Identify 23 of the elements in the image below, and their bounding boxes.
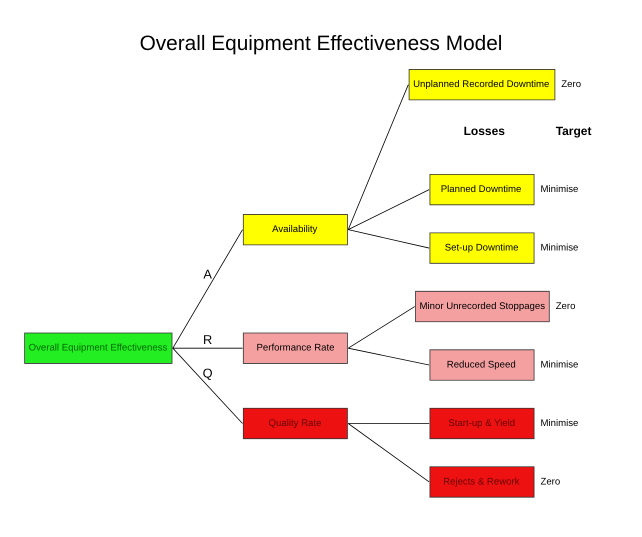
connector — [172, 348, 243, 424]
connector — [172, 229, 243, 349]
node-label: Zero — [561, 79, 582, 90]
connector — [348, 423, 430, 482]
edge-label: A — [203, 266, 212, 282]
diagram-title: Overall Equipment Effectiveness Model — [140, 32, 502, 56]
connector — [348, 189, 430, 230]
label: Target — [556, 124, 592, 138]
connector — [348, 229, 430, 248]
label: Losses — [464, 124, 505, 138]
connector — [348, 84, 409, 230]
node-label: Minimise — [540, 360, 578, 371]
node-label: Zero — [540, 476, 560, 488]
edge-label: Q — [202, 366, 213, 381]
node-label: Minimise — [540, 242, 578, 254]
node-label: Minimise — [540, 418, 578, 429]
edge-label: R — [203, 332, 212, 348]
connector — [172, 348, 243, 349]
node-label: Minimise — [540, 184, 578, 196]
connector — [348, 306, 416, 349]
node-label: Zero — [556, 301, 576, 312]
connector — [348, 423, 430, 424]
connector — [348, 348, 430, 366]
